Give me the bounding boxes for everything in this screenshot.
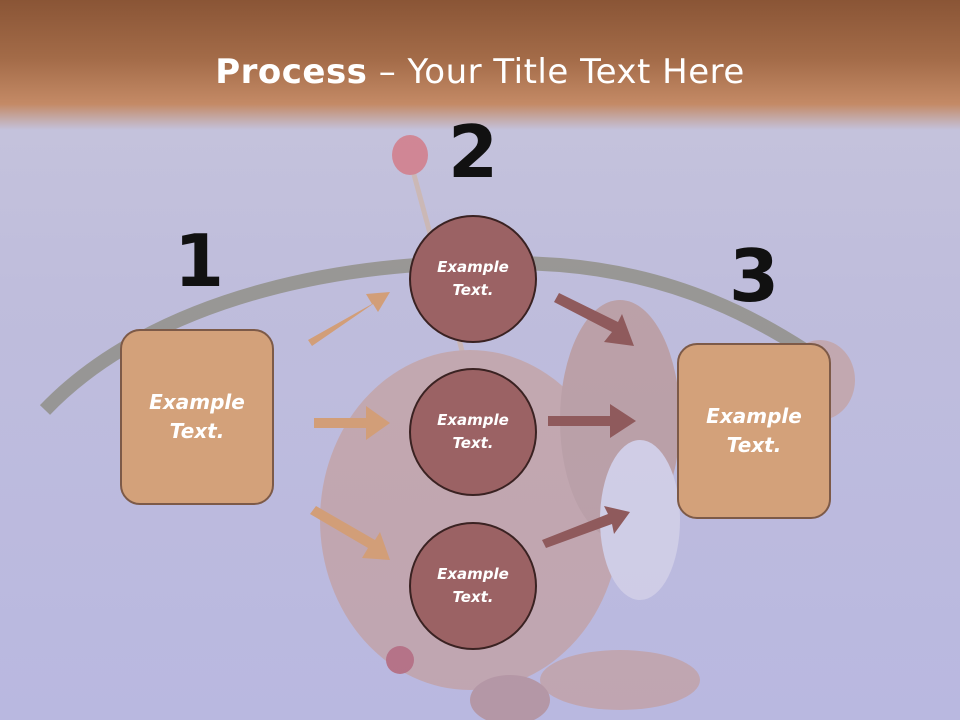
- arrow-right-middle: [548, 404, 636, 438]
- step-3-box[interactable]: Example Text.: [677, 343, 831, 519]
- arrow-left-bottom: [310, 506, 390, 560]
- step-2-circle-middle[interactable]: Example Text.: [409, 368, 537, 496]
- header-band: [0, 0, 960, 130]
- step-number-2: 2: [447, 110, 499, 194]
- step-1-label: Example Text.: [149, 390, 245, 443]
- step-2-circle-bottom[interactable]: Example Text.: [409, 522, 537, 650]
- step-1-box[interactable]: Example Text.: [120, 329, 274, 505]
- arrow-left-top: [308, 292, 390, 346]
- step-number-1: 1: [173, 219, 225, 303]
- arrow-left-middle: [314, 406, 390, 440]
- step-2-circle-top[interactable]: Example Text.: [409, 215, 537, 343]
- circle-bottom-label: Example Text.: [437, 565, 509, 606]
- arrow-right-top: [554, 293, 634, 346]
- slide-title: Process – Your Title Text Here: [0, 52, 960, 92]
- step-number-3: 3: [728, 234, 780, 318]
- title-rest: – Your Title Text Here: [367, 52, 745, 92]
- arrow-right-bottom: [542, 506, 630, 548]
- circle-middle-label: Example Text.: [437, 411, 509, 452]
- circle-top-label: Example Text.: [437, 258, 509, 299]
- step-3-label: Example Text.: [706, 404, 802, 457]
- title-bold: Process: [215, 52, 368, 92]
